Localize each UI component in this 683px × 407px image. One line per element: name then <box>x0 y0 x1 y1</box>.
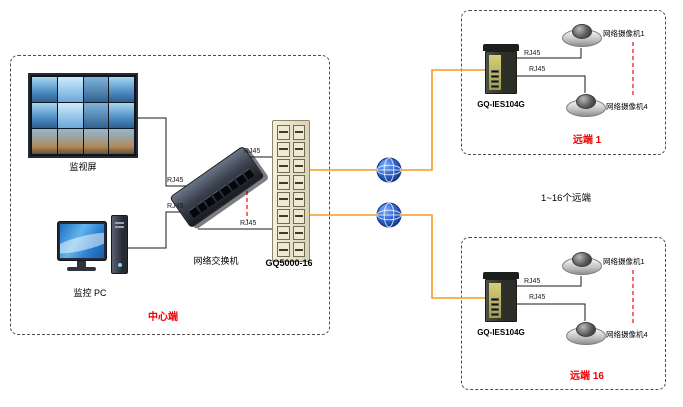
wire-remote1-camera-top <box>516 48 582 59</box>
camera-dome <box>572 24 592 39</box>
center-group-label: 中心端 <box>148 312 178 323</box>
rj45-tag: RJ45 <box>240 220 257 227</box>
ies-port <box>491 70 499 73</box>
gq5000-label: GQ5000-16 <box>265 258 313 268</box>
converter-slot <box>277 141 290 157</box>
ies-port <box>491 308 499 311</box>
converter-slot <box>277 175 290 190</box>
converter-slot <box>292 158 305 174</box>
remote-count-label: 1~16个远端 <box>541 193 591 204</box>
wire-remote16-camera-top <box>516 276 582 287</box>
video-wall-cell <box>109 103 134 128</box>
ies-port <box>491 313 499 316</box>
converter-slot <box>292 208 305 224</box>
video-wall-cell <box>32 129 57 154</box>
center-group-box <box>10 55 330 335</box>
ies-port <box>491 85 499 88</box>
ies-top-cap <box>483 272 519 279</box>
ies-ports <box>491 70 499 88</box>
video-wall-cell <box>83 103 109 128</box>
rj45-tag: RJ45 <box>167 177 184 184</box>
video-wall-cell <box>57 103 83 128</box>
pc-monitor-stand <box>77 261 86 267</box>
converter-slot <box>292 141 305 157</box>
pc-monitor <box>57 221 107 261</box>
wire-remote1-camera-bottom <box>516 75 586 93</box>
remote1-switch-label: GQ-IES104G <box>477 100 525 109</box>
ies-port <box>491 75 499 78</box>
lan-switch-label: 网络交换机 <box>193 256 239 266</box>
wire-gq5000-to-remote1 <box>310 69 486 171</box>
remote16-group-box <box>461 237 666 390</box>
dome-camera-remote16-bottom <box>566 320 606 346</box>
remote1-group-box <box>461 10 666 155</box>
rj45-tag: RJ45 <box>529 294 546 301</box>
pc-screen <box>60 224 104 258</box>
converter-slot <box>292 225 305 241</box>
remote1-group-label: 远端 1 <box>572 135 602 146</box>
camera-dome <box>576 94 596 109</box>
converter-slot <box>292 175 305 190</box>
video-wall-cell <box>32 77 57 102</box>
camera-dome <box>572 252 592 267</box>
dome-camera-remote16-top <box>562 250 602 276</box>
wire-remote16-camera-bottom <box>516 303 586 321</box>
video-wall-label: 监视屏 <box>69 162 97 172</box>
video-wall <box>28 73 138 158</box>
remote1-camera-top-label: 网络摄像机1 <box>603 29 645 38</box>
remote16-switch-label: GQ-IES104G <box>477 328 525 337</box>
video-wall-cell <box>109 77 134 102</box>
video-wall-cell <box>57 129 83 154</box>
rj45-tag: RJ45 <box>524 278 541 285</box>
rj45-tag: RJ45 <box>529 66 546 73</box>
video-wall-cell <box>83 77 109 102</box>
pc-label: 监控 PC <box>73 288 107 298</box>
ies-port <box>491 80 499 83</box>
pc-monitor-base <box>67 267 96 271</box>
video-wall-cell <box>83 129 109 154</box>
rj45-tag: RJ45 <box>167 203 184 210</box>
converter-slot <box>292 192 305 207</box>
ies-top-cap <box>483 44 519 51</box>
wire-videowall-to-switch <box>137 117 188 187</box>
remote1-camera-bottom-label: 网络摄像机4 <box>606 102 648 111</box>
dome-camera-remote1-bottom <box>566 92 606 118</box>
wire-gq5000-to-remote16 <box>310 214 486 299</box>
converter-slot <box>277 242 290 257</box>
remote16-group-label: 远端 16 <box>570 371 604 382</box>
converter-slot <box>277 125 290 140</box>
pc-tower <box>111 215 128 274</box>
rj45-tag: RJ45 <box>524 50 541 57</box>
wire-pc-to-switch <box>127 211 182 249</box>
remote16-camera-top-label: 网络摄像机1 <box>603 257 645 266</box>
converter-slot <box>292 125 305 140</box>
remote16-industrial-switch <box>481 272 521 324</box>
remote1-industrial-switch <box>481 44 521 96</box>
video-wall-cell <box>32 103 57 128</box>
internet-globe-icon <box>376 202 402 228</box>
video-wall-cell <box>57 77 83 102</box>
converter-slot <box>277 225 290 241</box>
ies-ports <box>491 298 499 316</box>
video-wall-cell <box>109 129 134 154</box>
ies-port <box>491 303 499 306</box>
rj45-tag: RJ45 <box>244 148 261 155</box>
converter-slot <box>292 242 305 257</box>
gq5000-16-converter-rack <box>272 120 310 262</box>
internet-globe-icon <box>376 157 402 183</box>
camera-dome <box>576 322 596 337</box>
remote16-camera-bottom-label: 网络摄像机4 <box>606 330 648 339</box>
converter-slot <box>277 158 290 174</box>
converter-slot <box>277 208 290 224</box>
ies-port <box>491 298 499 301</box>
converter-slot <box>277 192 290 207</box>
dome-camera-remote1-top <box>562 22 602 48</box>
